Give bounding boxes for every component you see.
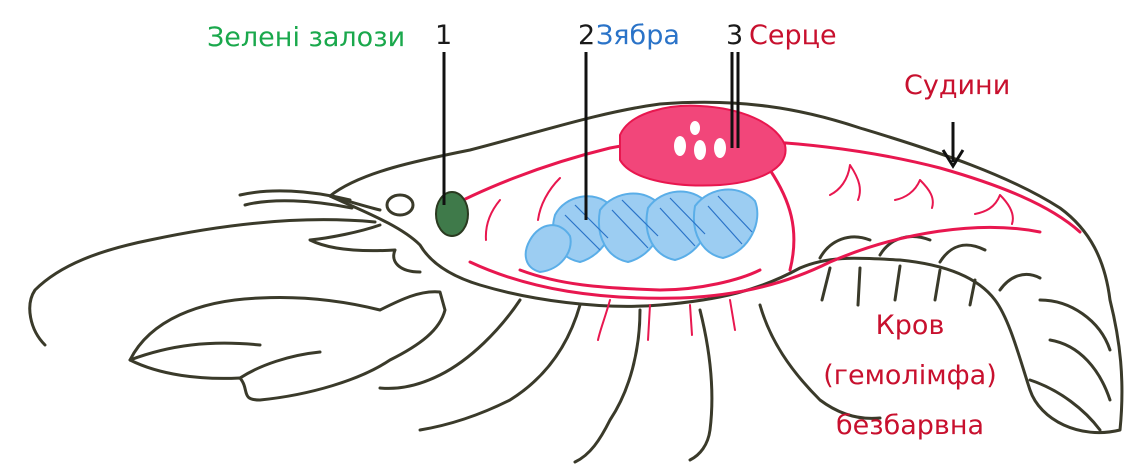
number-2-label: 2: [578, 20, 595, 52]
heart-ostium: [714, 138, 726, 158]
number-1-label: 1: [435, 20, 452, 52]
claw-pincer: [130, 343, 320, 378]
green-glands-label: Зелені залози: [207, 22, 405, 54]
number-3-label: 3: [726, 20, 743, 52]
gills: [526, 190, 758, 272]
heart-label: Серце: [749, 20, 837, 52]
gill-lobe: [526, 225, 571, 272]
gills-label: Зябра: [596, 20, 680, 52]
gill-lobe: [694, 190, 757, 258]
walking-leg-2: [420, 305, 580, 430]
walking-leg-4: [690, 310, 712, 460]
body-loop: [770, 170, 794, 270]
vessels-label: Судини: [904, 70, 1010, 102]
walking-leg-1: [380, 300, 520, 388]
blood-label-line3: безбарвна: [820, 410, 1000, 442]
walking-leg-3: [575, 310, 640, 462]
heart-ostium: [690, 121, 700, 135]
heart: [620, 106, 786, 186]
eye: [387, 195, 413, 215]
green-gland: [436, 192, 468, 236]
heart-ostium: [694, 140, 706, 160]
blood-label-line2: (гемолімфа): [820, 360, 1000, 392]
heart-ostium: [674, 136, 686, 156]
gill-vessels: [520, 270, 760, 290]
blood-label-line1: Кров: [830, 310, 990, 342]
